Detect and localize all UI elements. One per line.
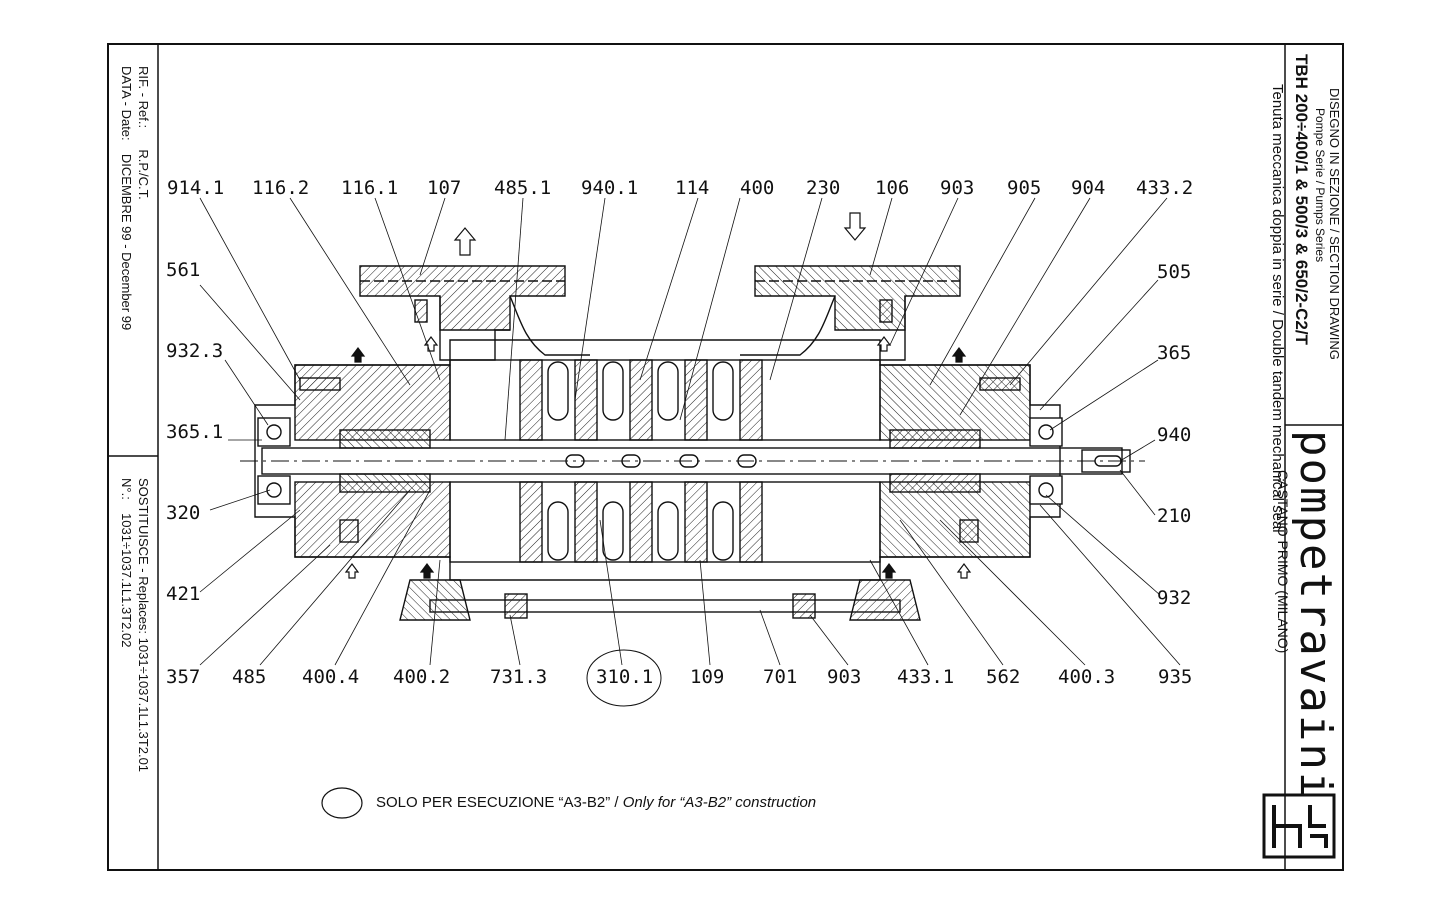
right-bearing-housing — [879, 364, 1031, 441]
callout-right-1: 365 — [1157, 342, 1191, 364]
right-bearing — [1029, 417, 1063, 505]
left-bearing-housing — [294, 364, 451, 441]
left-title-block: RIF. - Ref.: R.P./C.T. DATA - Date: DICE… — [118, 66, 152, 330]
callout-top-13: 433.2 — [1136, 177, 1193, 199]
right-seal — [889, 429, 981, 449]
callout-left-1: 932.3 — [166, 340, 223, 362]
brand-name: pompetravaini — [1290, 430, 1341, 801]
date-value: DICEMBRE 99 - December 99 — [119, 153, 134, 331]
callout-labels: 914.1 116.2 116.1 107 485.1 940.1 114 40… — [166, 177, 1193, 688]
left-replaces-block: SOSTITUISCE - Replaces: 1031÷1037.1L1.3T… — [118, 478, 152, 772]
rif-label: RIF. - Ref.: — [136, 66, 151, 129]
callout-left-3: 320 — [166, 502, 200, 524]
callout-left-0: 561 — [166, 259, 200, 281]
drawing-border — [107, 43, 1344, 871]
leader-lines — [199, 197, 1181, 666]
callout-left-4: 421 — [166, 583, 200, 605]
shaft — [261, 447, 1123, 475]
callout-top-6: 114 — [675, 177, 709, 199]
callout-top-10: 903 — [940, 177, 974, 199]
travaini-logo — [1262, 793, 1336, 859]
callout-bottom-9: 433.1 — [897, 666, 954, 688]
note-text-en: Only for “A3-B2” construction — [622, 794, 817, 811]
callout-bottom-4: 731.3 — [490, 666, 547, 688]
number-label: N°.: — [119, 478, 134, 500]
left-bearing — [257, 417, 291, 505]
callout-bottom-3: 400.2 — [393, 666, 450, 688]
callout-bottom-8: 903 — [827, 666, 861, 688]
callout-bottom-10: 562 — [986, 666, 1020, 688]
callout-top-3: 107 — [427, 177, 461, 199]
replaces-value: 1031÷1037.1L1.3T2.01 — [136, 637, 151, 773]
rif-value: R.P./C.T. — [136, 149, 151, 200]
callout-right-0: 505 — [1157, 261, 1191, 283]
callout-bottom-2: 400.4 — [302, 666, 359, 688]
discharge-flange — [740, 265, 961, 361]
right-foot — [849, 579, 921, 621]
callout-top-9: 106 — [875, 177, 909, 199]
date-label: DATA - Date: — [119, 66, 134, 141]
number-value: 1031÷1037.1L1.3T2.02 — [119, 513, 134, 648]
brand-block: pompetravaini CASTANO PRIMO (MILANO) — [1274, 430, 1341, 801]
pump-section — [240, 212, 1145, 621]
left-foot — [399, 579, 471, 621]
construction-marker-ellipse — [586, 649, 662, 707]
callout-top-11: 905 — [1007, 177, 1041, 199]
callout-right-3: 210 — [1157, 505, 1191, 527]
callout-top-4: 485.1 — [494, 177, 551, 199]
callout-bottom-6: 109 — [690, 666, 724, 688]
callout-bottom-12: 935 — [1158, 666, 1192, 688]
callout-top-12: 904 — [1071, 177, 1105, 199]
replaces-label: SOSTITUISCE - Replaces: — [136, 478, 151, 635]
callout-top-7: 400 — [740, 177, 774, 199]
note-text-it: SOLO PER ESECUZIONE “A3-B2” / — [376, 794, 619, 811]
stage-stack — [449, 359, 881, 563]
callout-top-8: 230 — [806, 177, 840, 199]
callout-right-4: 932 — [1157, 587, 1191, 609]
callout-top-2: 116.1 — [341, 177, 398, 199]
callout-top-0: 914.1 — [167, 177, 224, 199]
callout-bottom-7: 701 — [763, 666, 797, 688]
tie-rod — [429, 599, 901, 613]
left-seal — [339, 429, 431, 449]
callout-bottom-5: 310.1 — [596, 666, 653, 688]
flow-arrows — [344, 212, 972, 579]
construction-note: SOLO PER ESECUZIONE “A3-B2” / Only for “… — [376, 794, 816, 811]
legend-marker-ellipse — [321, 787, 363, 819]
callout-bottom-11: 400.3 — [1058, 666, 1115, 688]
callout-bottom-0: 357 — [166, 666, 200, 688]
suction-flange — [359, 265, 590, 361]
callout-right-2: 940 — [1157, 424, 1191, 446]
callout-bottom-1: 485 — [232, 666, 266, 688]
callout-top-1: 116.2 — [252, 177, 309, 199]
callout-left-2: 365.1 — [166, 421, 223, 443]
callout-top-5: 940.1 — [581, 177, 638, 199]
